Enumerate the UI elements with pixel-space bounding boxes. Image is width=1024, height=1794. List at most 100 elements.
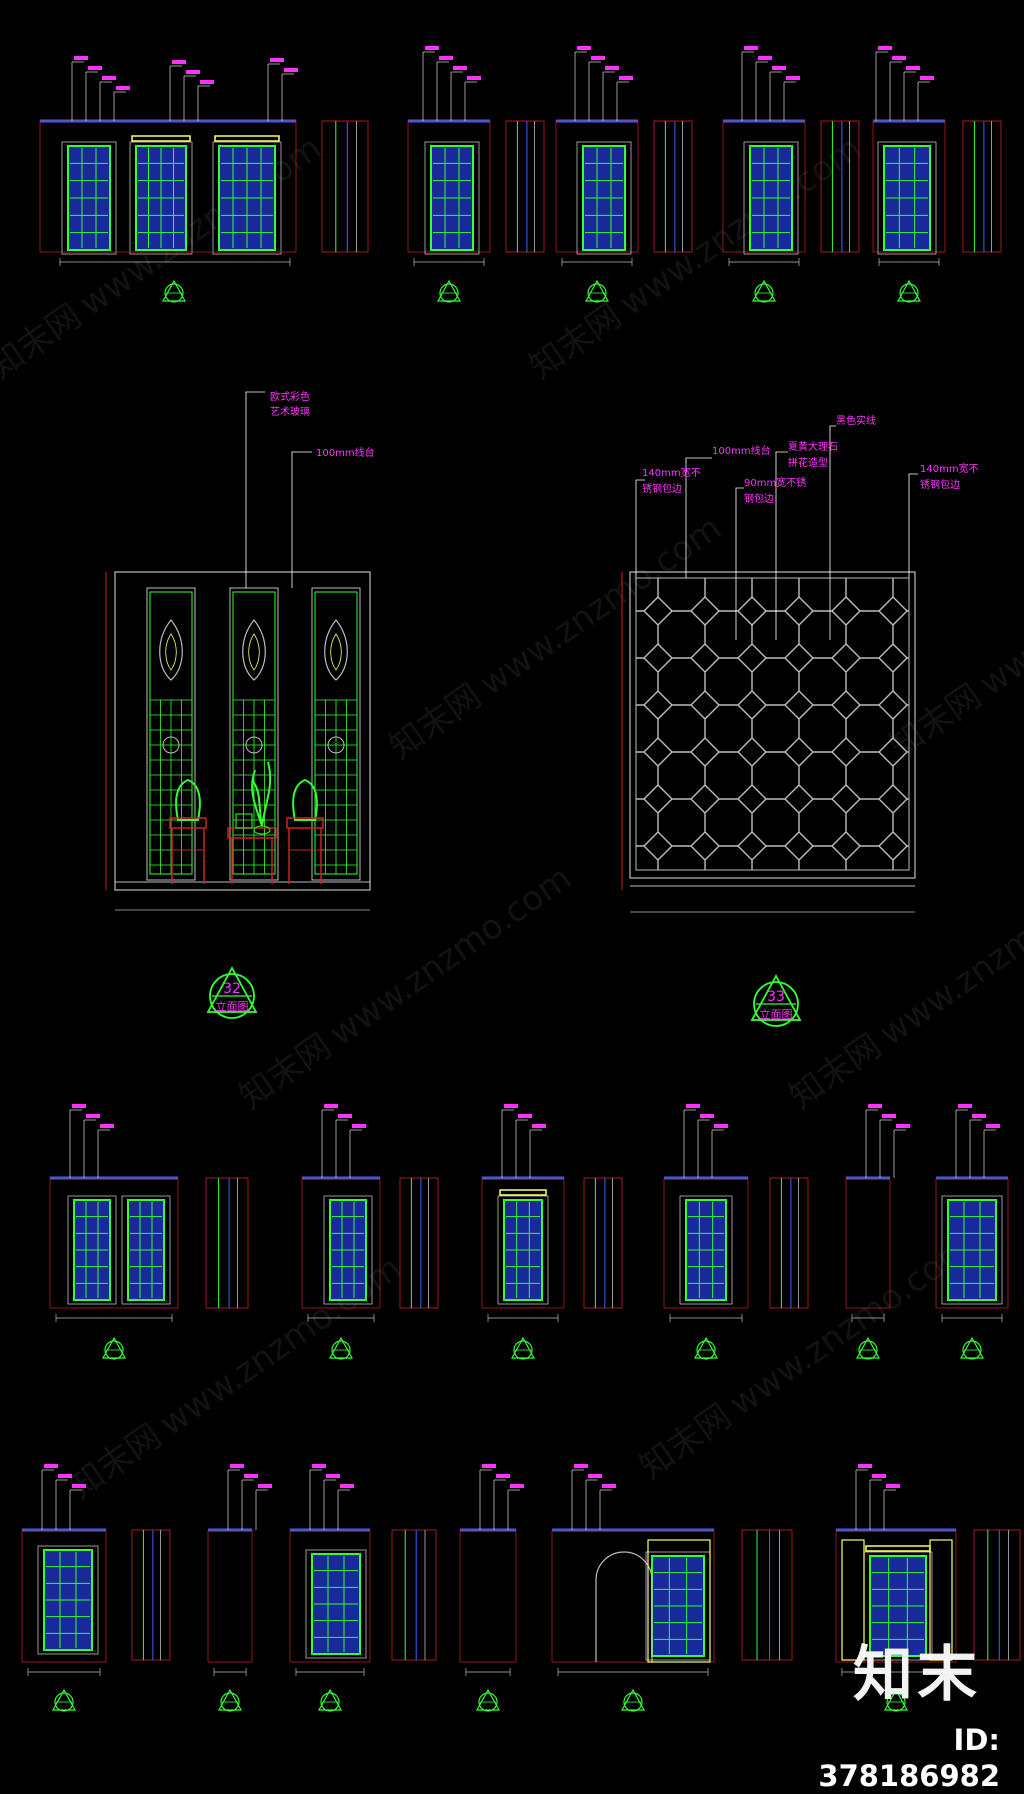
tag-triangle: [161, 279, 187, 302]
ornament-inner: [165, 633, 177, 671]
annotation-mark: [467, 76, 481, 80]
annotation-mark: [772, 66, 786, 70]
section-outline: [973, 1529, 1021, 1661]
cornice: [499, 1189, 547, 1196]
tag-triangle: [436, 279, 462, 302]
door-elevation: [61, 141, 117, 255]
annotation-mark: [284, 68, 298, 72]
section-tag-icon: [161, 279, 187, 303]
brand-logo: 知末: [853, 1640, 981, 1710]
side-section: [321, 120, 369, 253]
watermark-brand: 知末网: [632, 1396, 738, 1487]
stained-glass-ornaments: [159, 619, 348, 754]
wall-outline: [129, 141, 193, 255]
section-tag-label: 立面图: [760, 1007, 793, 1021]
annotation-mark: [906, 66, 920, 70]
annotation-mark: [510, 1484, 524, 1488]
leader-line: [775, 451, 788, 640]
ornament-outline: [242, 619, 266, 681]
section-tag-icon: [510, 1336, 536, 1360]
tag-circle: [54, 1692, 74, 1712]
ornament-medallion: [245, 736, 263, 754]
annotation-mark: [882, 1114, 896, 1118]
annotation-mark: [340, 1484, 354, 1488]
annotation-mark: [588, 1474, 602, 1478]
annotation-mark: [86, 1114, 100, 1118]
watermark-url: www.znzmo.com: [612, 128, 868, 324]
annotation-mark: [605, 66, 619, 70]
section-tag-icon: [883, 1688, 909, 1712]
annotation-mark: [324, 1104, 338, 1108]
leader-line: [908, 473, 918, 578]
annotation-mark: [872, 1474, 886, 1478]
annotation-mark: [972, 1114, 986, 1118]
armchair-icon: [286, 778, 324, 884]
annotation: 夏黄大理石: [788, 440, 838, 453]
elevation-33: 140mm宽不 锈钢包边 100mm线台 90mm宽不锈 钢包边 夏黄大理石 拼…: [621, 414, 979, 1027]
elevation-outline: [872, 120, 946, 253]
annotation-mark: [744, 46, 758, 50]
section-tag-icon: [475, 1688, 501, 1712]
watermark-brand: 知末网: [62, 1416, 168, 1507]
annotation-mark: [892, 56, 906, 60]
elevation-row-4: [21, 1464, 1021, 1712]
section-tag-number: 33: [767, 989, 785, 1005]
elevation-outline: [722, 120, 806, 253]
tag-triangle: [896, 279, 922, 302]
plant-icon: [251, 761, 272, 835]
section-outline: [391, 1529, 437, 1661]
octagon-marble-pattern: [635, 577, 910, 871]
annotation-mark: [591, 56, 605, 60]
tag-triangle: [620, 1688, 646, 1711]
annotation-mark: [868, 1104, 882, 1108]
wall-outline: [67, 1195, 117, 1305]
annotation-mark: [518, 1114, 532, 1118]
watermark-brand: 知末网: [522, 296, 628, 387]
elevation-outline: [555, 120, 639, 253]
tag-circle: [587, 283, 607, 303]
watermark-url: www.znzmo.com: [322, 858, 578, 1054]
cornice: [214, 135, 280, 142]
side-section: [391, 1529, 437, 1661]
panel-grid-lines: [150, 699, 357, 874]
tag-triangle: [855, 1336, 881, 1359]
annotation-mark: [425, 46, 439, 50]
ornament-icon: [159, 619, 183, 754]
wall-outline: [323, 1195, 373, 1305]
armchair-icon: [169, 778, 207, 884]
door-elevation: [305, 1549, 367, 1659]
tag-circle: [858, 1340, 878, 1360]
elevation-outline: [289, 1529, 371, 1663]
section-outline: [820, 120, 860, 253]
annotation-mark: [958, 1104, 972, 1108]
side-section: [399, 1177, 439, 1309]
annotation-mark: [786, 76, 800, 80]
leader-line: [245, 391, 265, 588]
elevation-outline: [663, 1177, 749, 1309]
annotation-mark: [758, 56, 772, 60]
tag-triangle: [959, 1336, 985, 1359]
elevation-outline: [39, 120, 297, 253]
section-tag-icon: [101, 1336, 127, 1360]
wall-outline: [121, 1195, 171, 1305]
elevation-outline: [459, 1529, 517, 1663]
watermark-brand: 知末网: [0, 296, 89, 387]
annotation-mark: [200, 80, 214, 84]
tag-triangle: [751, 279, 777, 302]
leader-line: [685, 457, 712, 578]
archway: [595, 1551, 653, 1662]
ornament-medallion: [162, 736, 180, 754]
side-section: [583, 1177, 623, 1309]
tag-circle: [320, 1692, 340, 1712]
tag-circle: [478, 1692, 498, 1712]
tag-circle: [623, 1692, 643, 1712]
annotation-mark: [858, 1464, 872, 1468]
door-elevation: [941, 1195, 1003, 1305]
annotation-mark: [602, 1484, 616, 1488]
annotation-mark: [986, 1124, 1000, 1128]
watermark-brand: 知末网: [382, 676, 488, 767]
elevation-outline: [481, 1177, 565, 1309]
wall-outline: [212, 141, 282, 255]
